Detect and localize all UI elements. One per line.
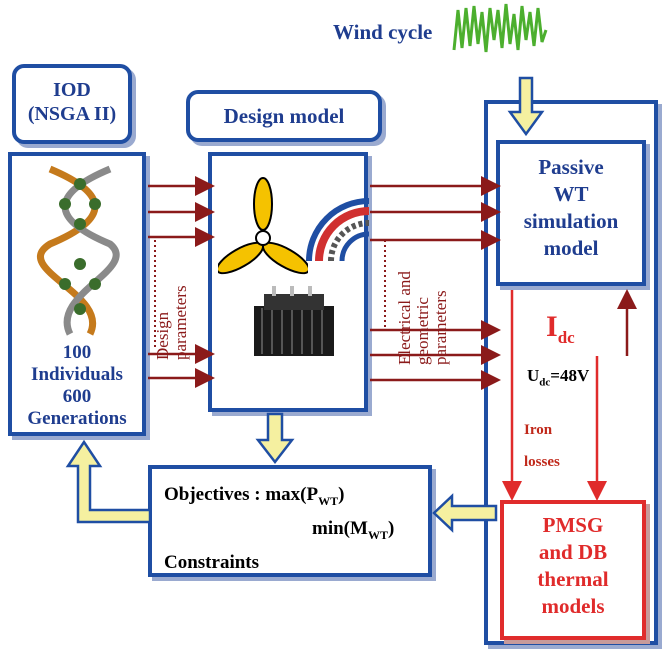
population-box: 100 Individuals 600 Generations bbox=[8, 152, 146, 436]
design-parameter-arrows bbox=[148, 176, 215, 388]
simulation-line3: simulation bbox=[523, 209, 619, 233]
dna-icon bbox=[37, 165, 120, 336]
yellow-arrows bbox=[65, 76, 545, 533]
simulation-box: Passive WT simulation model bbox=[496, 140, 646, 286]
objectives-label: Objectives : bbox=[164, 484, 261, 505]
electrical-parameter-arrows bbox=[370, 176, 501, 390]
iod-subtitle: (NSGA II) bbox=[27, 103, 117, 125]
generations-label: Generations bbox=[27, 408, 127, 429]
constraints-label: Constraints bbox=[164, 551, 260, 573]
objectives-min: min(MWT) bbox=[312, 517, 395, 542]
generations-count: 600 bbox=[62, 386, 92, 407]
iod-box: IOD (NSGA II) bbox=[12, 64, 132, 144]
iron-losses-line1: Iron bbox=[524, 422, 553, 438]
individuals-label: Individuals bbox=[31, 364, 123, 385]
thermal-models-box: PMSG and DB thermal models bbox=[500, 500, 646, 640]
udc-label: Udc=48V bbox=[527, 366, 589, 388]
thermal-line2: and DB bbox=[538, 540, 608, 564]
udc-symbol: U bbox=[527, 366, 540, 385]
simulation-line2: WT bbox=[553, 182, 589, 206]
idc-label: Idc bbox=[546, 310, 575, 348]
individuals-count: 100 bbox=[62, 342, 92, 363]
thermal-line3: thermal bbox=[537, 567, 609, 591]
udc-value: =48V bbox=[550, 366, 590, 385]
design-model-title-box: Design model bbox=[186, 90, 382, 142]
simulation-line4: model bbox=[543, 236, 599, 260]
idc-arrows bbox=[502, 289, 637, 501]
thermal-line1: PMSG bbox=[542, 513, 604, 537]
iron-losses-line2: losses bbox=[524, 454, 560, 470]
design-model-box bbox=[208, 152, 370, 412]
rectifier-icon bbox=[254, 286, 334, 356]
simulation-line1: Passive bbox=[538, 155, 604, 179]
generator-icon bbox=[306, 198, 370, 262]
wind-wave-icon bbox=[452, 3, 548, 53]
wind-cycle-label: Wind cycle bbox=[333, 20, 433, 44]
design-model-title: Design model bbox=[223, 104, 345, 128]
thermal-line4: models bbox=[541, 594, 605, 618]
iron-losses-label: Iron losses bbox=[524, 414, 560, 478]
idc-symbol: I bbox=[546, 310, 558, 343]
wind-turbine-icon bbox=[218, 177, 308, 275]
idc-subscript: dc bbox=[557, 328, 575, 347]
udc-subscript: dc bbox=[539, 376, 551, 389]
objectives-max: max(PWT) bbox=[265, 484, 345, 508]
iod-title: IOD bbox=[53, 79, 91, 101]
